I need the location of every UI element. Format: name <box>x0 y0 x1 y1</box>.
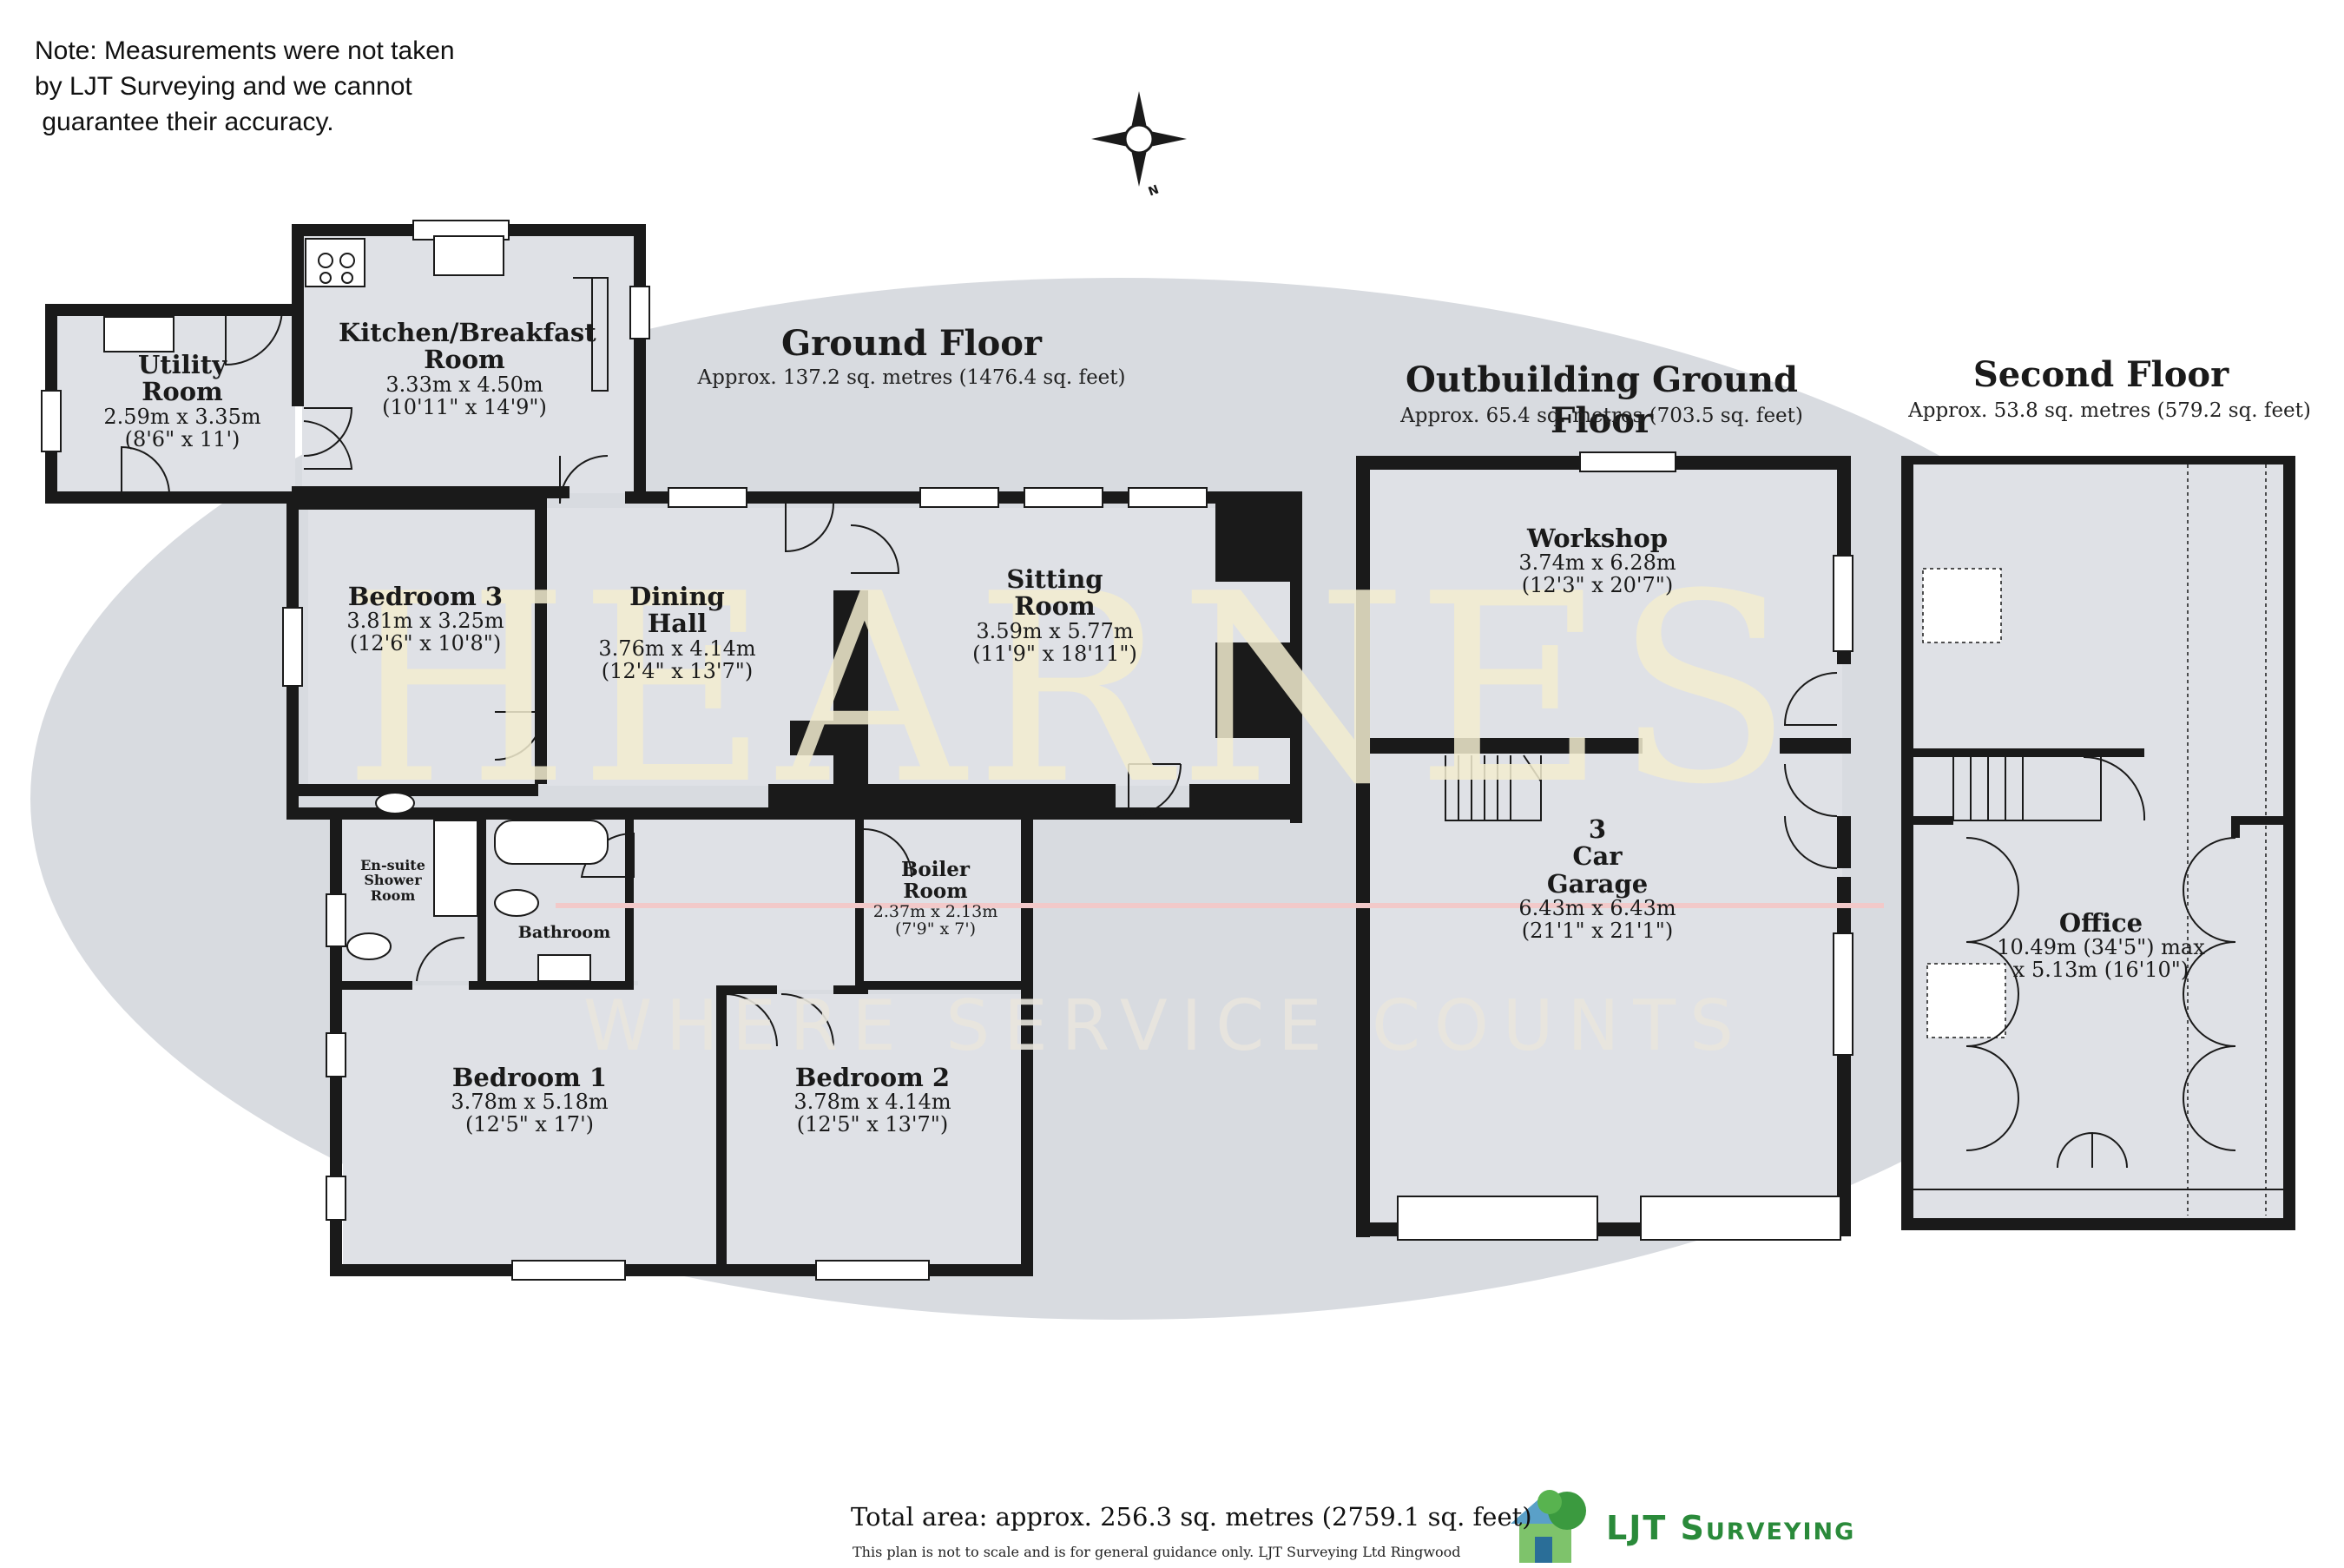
boiler-fill <box>864 816 1024 981</box>
room-bathroom: Bathroom <box>504 924 625 942</box>
room-sitting-dims: 3.59m x 5.77m (11'9" x 18'11") <box>972 618 1137 666</box>
room-dining-name: Dining Hall <box>629 582 725 639</box>
second-floor-title: Second Floor <box>1972 354 2229 395</box>
room-bathroom-name: Bathroom <box>517 923 611 942</box>
ground-floor-title: Ground Floor <box>781 323 1042 364</box>
bedroom2-fill <box>725 994 1024 1272</box>
second-floor-area: Approx. 53.8 sq. metres (579.2 sq. feet) <box>1908 399 2311 422</box>
room-office-name: Office <box>2058 908 2143 938</box>
room-garage-dims: 6.43m x 6.43m (21'1" x 21'1") <box>1518 895 1676 943</box>
brand-name: LJT Surveying <box>1606 1509 1856 1547</box>
room-utility-dims: 2.59m x 3.35m (8'6" x 11') <box>103 404 261 451</box>
room-workshop-dims: 3.74m x 6.28m (12'3" x 20'7") <box>1518 550 1676 598</box>
room-garage-name: 3 Car Garage <box>1546 814 1649 899</box>
second-floor <box>1901 456 2295 1230</box>
room-kitchen-name: Kitchen/Breakfast Room <box>339 318 596 375</box>
room-kitchen: Kitchen/Breakfast Room 3.33m x 4.50m (10… <box>339 318 596 419</box>
room-boiler-dims: 2.37m x 2.13m (7'9" x 7') <box>872 901 998 939</box>
room-workshop: Workshop 3.74m x 6.28m (12'3" x 20'7") <box>1493 524 1702 598</box>
room-sitting: Sitting Room 3.59m x 5.77m (11'9" x 18'1… <box>955 564 1155 666</box>
watermark-underline <box>556 903 1884 908</box>
ground-floor-windows <box>41 220 1208 1281</box>
compass <box>1091 91 1187 187</box>
watermark-name: HEARNES <box>343 538 1802 841</box>
disclaimer: This plan is not to scale and is for gen… <box>853 1544 1461 1560</box>
outbuilding-title: Outbuilding Ground Floor <box>1405 359 1799 441</box>
dining-fill <box>547 508 807 786</box>
room-dining-dims: 3.76m x 4.14m (12'4" x 13'7") <box>598 636 756 683</box>
watermark-tagline: WHERE SERVICE COUNTS <box>583 985 1748 1066</box>
room-ensuite-name: En-suite Shower Room <box>360 857 425 904</box>
room-bedroom1: Bedroom 1 3.78m x 5.18m (12'5" x 17') <box>430 1064 629 1136</box>
ground-floor-area: Approx. 137.2 sq. metres (1476.4 sq. fee… <box>697 366 1126 389</box>
ljt-logo-house <box>1511 1490 1586 1563</box>
room-sitting-name: Sitting Room <box>1006 564 1103 622</box>
room-kitchen-dims: 3.33m x 4.50m (10'11" x 14'9") <box>382 372 547 419</box>
outbuilding <box>1356 451 1853 1241</box>
outbuilding-area: Approx. 65.4 sq. metres (703.5 sq. feet) <box>1400 405 1803 427</box>
room-utility-name: Utility Room <box>138 350 227 407</box>
room-workshop-name: Workshop <box>1527 524 1668 553</box>
room-bedroom2: Bedroom 2 3.78m x 4.14m (12'5" x 13'7") <box>773 1064 972 1136</box>
room-office-dims: 10.49m (34'5") max x 5.13m (16'10") <box>1997 935 2205 983</box>
ground-floor-doors <box>121 307 1182 1047</box>
room-bedroom1-name: Bedroom 1 <box>451 1063 608 1092</box>
room-bedroom3-dims: 3.81m x 3.25m (12'6" x 10'8") <box>346 609 504 656</box>
room-utility: Utility Room 2.59m x 3.35m (8'6" x 11') <box>91 350 273 451</box>
room-bedroom1-dims: 3.78m x 5.18m (12'5" x 17') <box>451 1090 609 1137</box>
room-bedroom2-dims: 3.78m x 4.14m (12'5" x 13'7") <box>793 1090 951 1137</box>
room-dining: Dining Hall 3.76m x 4.14m (12'4" x 13'7"… <box>582 583 773 682</box>
room-office: Office 10.49m (34'5") max x 5.13m (16'10… <box>1988 908 2214 983</box>
ground-floor-fills <box>52 233 1298 1272</box>
room-boiler: Boiler Room 2.37m x 2.13m (7'9" x 7') <box>864 858 1007 939</box>
total-area: Total area: approx. 256.3 sq. metres (27… <box>851 1502 1532 1532</box>
bedroom1-fill <box>343 985 716 1272</box>
room-boiler-name: Boiler Room <box>900 858 970 903</box>
room-bedroom3-name: Bedroom 3 <box>347 582 504 611</box>
measurement-note: Note: Measurements were not taken by LJT… <box>35 36 455 136</box>
room-garage: 3 Car Garage 6.43m x 6.43m (21'1" x 21'1… <box>1493 814 1702 943</box>
room-bedroom2-name: Bedroom 2 <box>794 1063 951 1092</box>
room-ensuite: En-suite Shower Room <box>347 858 438 903</box>
room-bedroom3: Bedroom 3 3.81m x 3.25m (12'6" x 10'8") <box>330 583 521 656</box>
ground-floor-fixtures <box>103 235 609 982</box>
bedroom3-fill <box>308 508 543 786</box>
